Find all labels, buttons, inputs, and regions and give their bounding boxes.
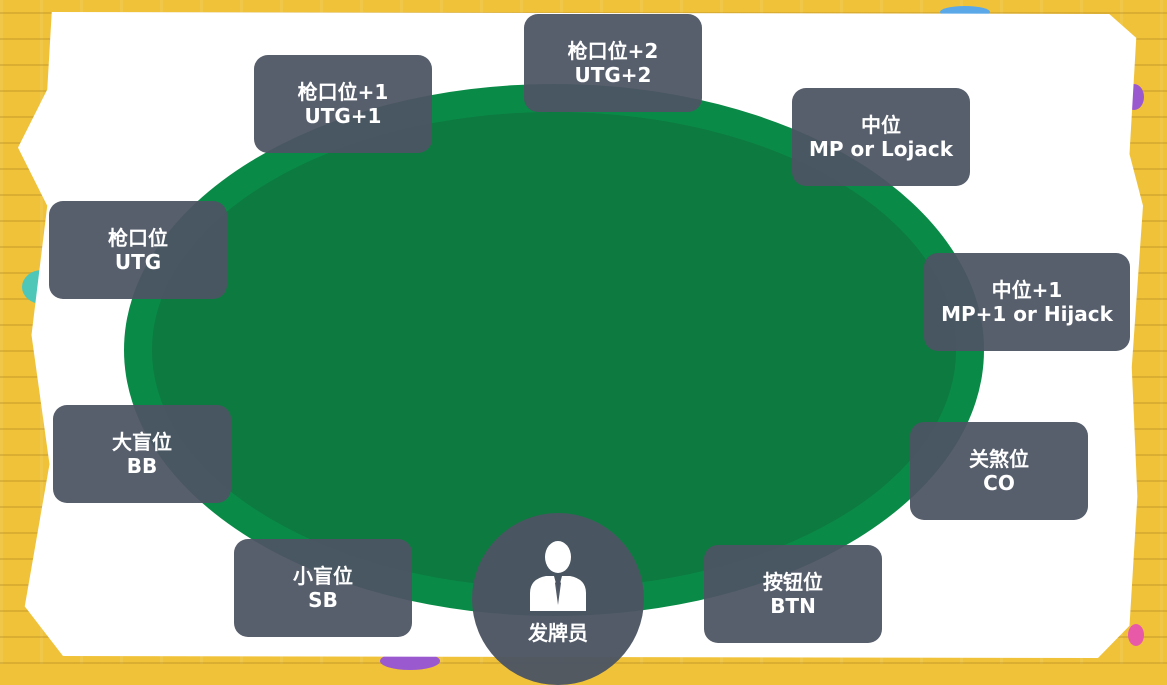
seat-utg: 枪口位 UTG: [49, 201, 227, 299]
decoration-blob: [1128, 624, 1144, 646]
seat-cn-label: 关煞位: [969, 447, 1029, 471]
seat-mp1: 中位+1 MP+1 or Hijack: [924, 253, 1130, 351]
seat-cn-label: 中位+1: [991, 278, 1063, 302]
seat-cn-label: 枪口位+1: [297, 80, 389, 104]
poker-table-felt: [152, 112, 956, 588]
dealer-label: 发牌员: [528, 621, 588, 645]
seat-cn-label: 大盲位: [112, 430, 172, 454]
seat-en-label: BB: [126, 454, 158, 478]
seat-bb: 大盲位 BB: [53, 405, 231, 503]
seat-en-label: UTG: [114, 250, 162, 274]
seat-co: 关煞位 CO: [910, 422, 1088, 520]
seat-en-label: UTG+1: [304, 104, 382, 128]
seat-en-label: BTN: [770, 594, 816, 618]
person-icon: [530, 541, 586, 611]
seat-mp: 中位 MP or Lojack: [792, 88, 970, 186]
seat-en-label: UTG+2: [574, 63, 652, 87]
dealer-seat: 发牌员: [472, 513, 644, 685]
seat-en-label: CO: [983, 471, 1015, 495]
seat-btn: 按钮位 BTN: [704, 545, 882, 643]
seat-en-label: MP or Lojack: [808, 137, 954, 161]
seat-en-label: MP+1 or Hijack: [941, 302, 1113, 326]
seat-cn-label: 小盲位: [293, 564, 353, 588]
seat-en-label: SB: [308, 588, 338, 612]
seat-cn-label: 中位: [861, 113, 901, 137]
seat-utg1: 枪口位+1 UTG+1: [254, 55, 432, 153]
seat-utg2: 枪口位+2 UTG+2: [524, 14, 702, 112]
seat-cn-label: 按钮位: [763, 570, 823, 594]
seat-cn-label: 枪口位: [108, 226, 168, 250]
seat-cn-label: 枪口位+2: [567, 39, 659, 63]
seat-sb: 小盲位 SB: [234, 539, 412, 637]
